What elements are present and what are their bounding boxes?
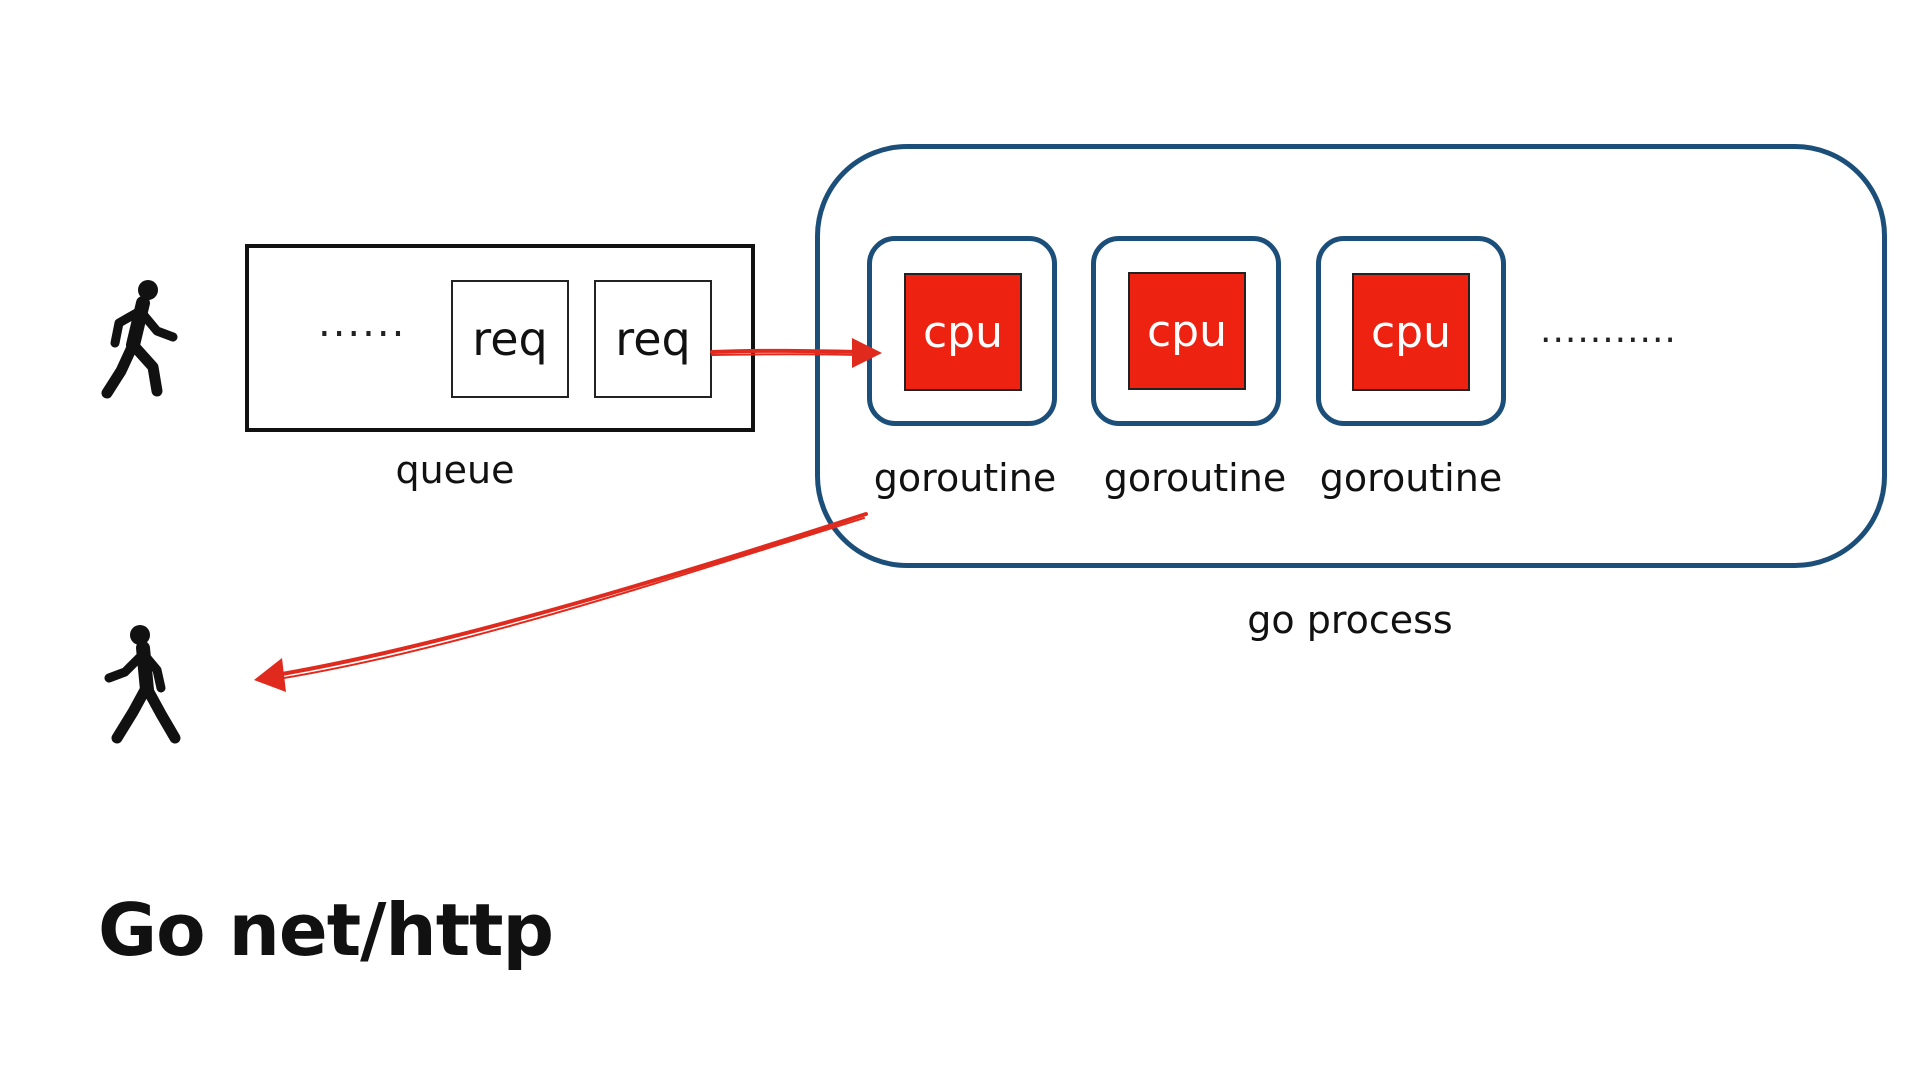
- page-title: Go net/http: [98, 888, 554, 972]
- queue-label: queue: [395, 448, 515, 492]
- goroutine-label: goroutine: [873, 456, 1057, 500]
- cpu-box: cpu: [1128, 272, 1246, 390]
- goroutine-label: goroutine: [1319, 456, 1503, 500]
- goroutine-box: [1316, 236, 1506, 426]
- response-arrow: [254, 512, 868, 692]
- cpu-box: cpu: [904, 273, 1022, 391]
- request-box: req: [451, 280, 569, 398]
- goroutine-box: [1091, 236, 1281, 426]
- cpu-box: cpu: [1352, 273, 1470, 391]
- queue-box: [245, 244, 755, 432]
- request-box: req: [594, 280, 712, 398]
- goroutine-label: goroutine: [1103, 456, 1287, 500]
- goroutine-ellipsis: ...........: [1540, 310, 1677, 351]
- goroutine-box: [867, 236, 1057, 426]
- queue-ellipsis: ......: [318, 300, 407, 346]
- go-process-label: go process: [1247, 598, 1453, 642]
- walking-person-icon: [101, 280, 178, 399]
- walking-person-icon: [104, 625, 181, 744]
- go-process-box: [815, 144, 1887, 568]
